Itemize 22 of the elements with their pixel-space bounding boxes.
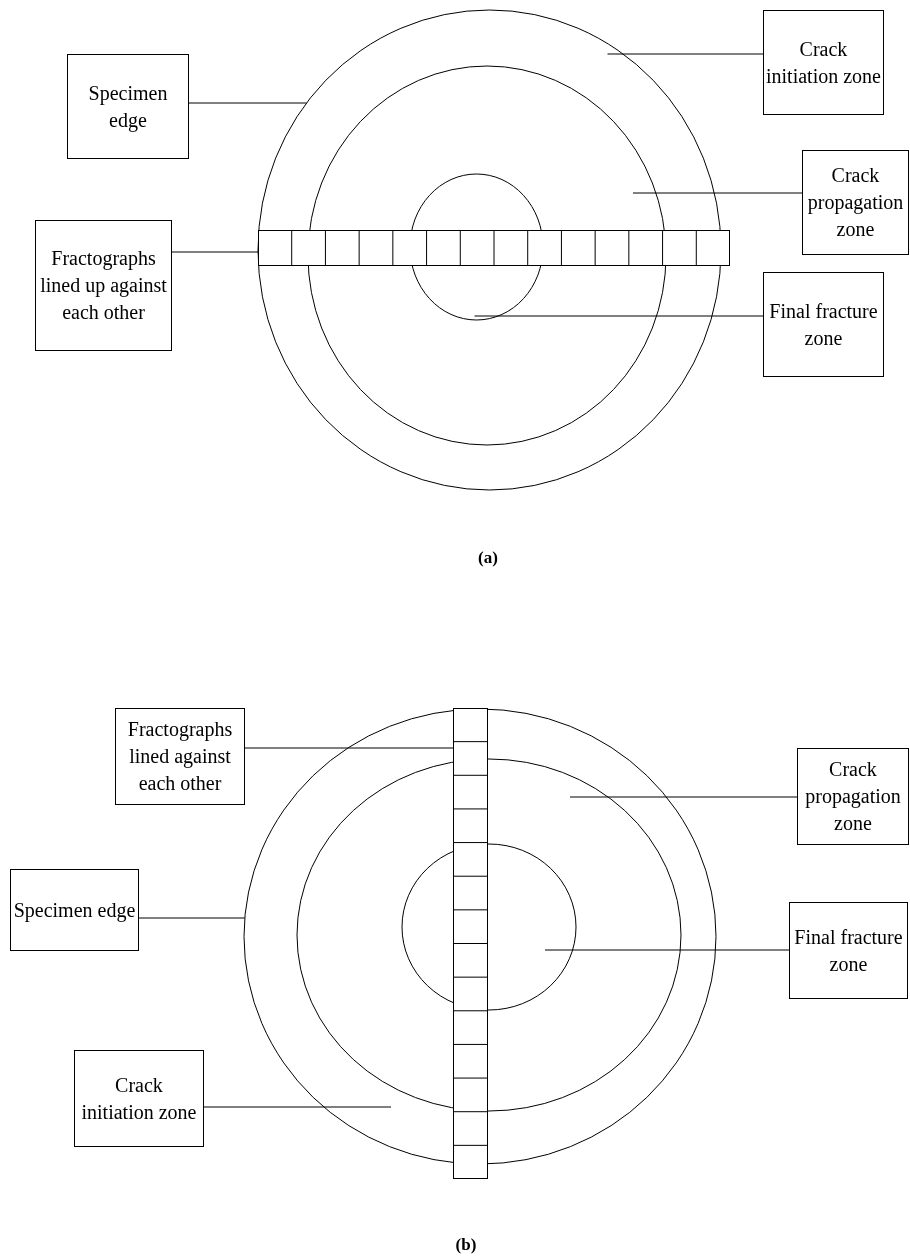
leader-line bbox=[632, 192, 803, 194]
label-box: Specimen edge bbox=[67, 54, 189, 159]
label-box: Crack propagation zone bbox=[802, 150, 909, 255]
leader-line bbox=[544, 949, 790, 951]
leader-line bbox=[474, 315, 764, 317]
label-box: Final fracture zone bbox=[789, 902, 908, 999]
label-box: Crack initiation zone bbox=[74, 1050, 204, 1147]
leader-line bbox=[188, 102, 307, 104]
label-box: Crack propagation zone bbox=[797, 748, 909, 845]
label-box: Fractographs lined against each other bbox=[115, 708, 245, 805]
panel-label: (a) bbox=[478, 547, 498, 569]
label-box: Specimen edge bbox=[10, 869, 139, 951]
panel-label: (b) bbox=[455, 1234, 477, 1256]
label-box: Crack initiation zone bbox=[763, 10, 884, 115]
leader-line bbox=[244, 747, 454, 749]
leader-line bbox=[171, 251, 259, 253]
leader-line bbox=[138, 917, 246, 919]
leader-line bbox=[569, 796, 798, 798]
leader-line bbox=[607, 53, 764, 55]
leader-line bbox=[203, 1106, 392, 1108]
label-box: Final fracture zone bbox=[763, 272, 884, 377]
label-box: Fractographs lined up against each other bbox=[35, 220, 172, 351]
